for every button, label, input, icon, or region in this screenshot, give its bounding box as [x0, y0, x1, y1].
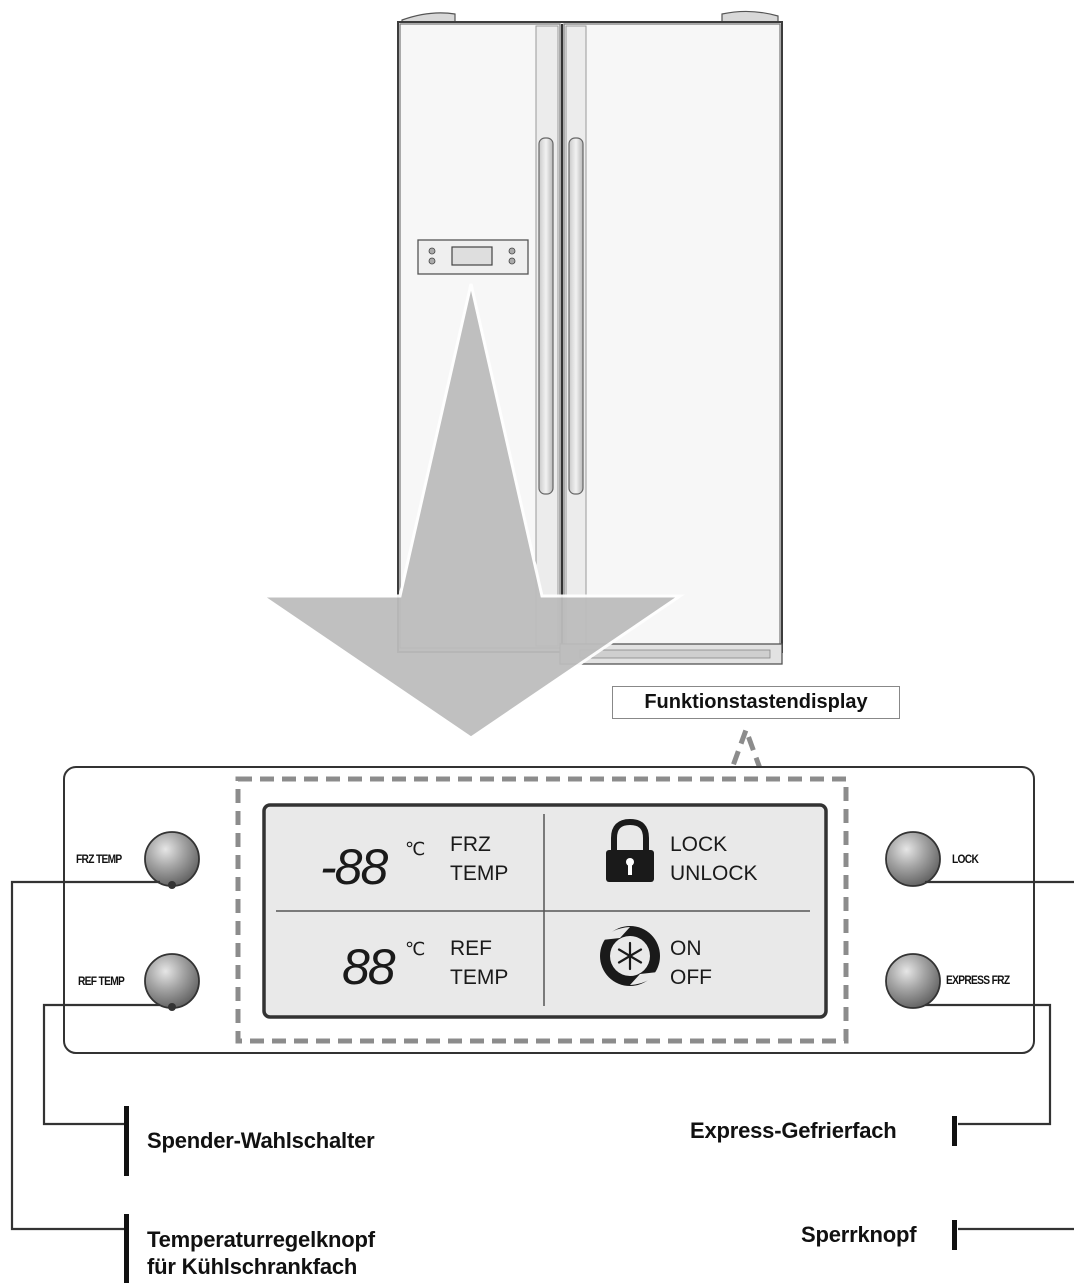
fridge-handle	[568, 137, 584, 495]
leader-lines	[10, 880, 1074, 1231]
lock-label-line2: UNLOCK	[670, 862, 758, 885]
frz-label-line1: FRZ	[450, 833, 491, 856]
mini-control-panel	[417, 239, 529, 275]
frz-label-line2: TEMP	[450, 862, 508, 885]
callout-bars	[124, 1106, 957, 1283]
frz-temp-knob-label: FRZ TEMP	[76, 852, 122, 866]
lock-knob[interactable]	[885, 831, 941, 887]
power-label-line2: OFF	[670, 966, 712, 989]
display-dashed-frame	[235, 776, 849, 1044]
frz-temp-knob[interactable]	[144, 831, 200, 889]
zoom-arrow	[257, 283, 685, 740]
express-freeze-icon	[600, 926, 660, 986]
frz-degree-unit: ℃	[405, 839, 425, 859]
callout-fridge-temp-line1: Temperaturregelknopf	[147, 1227, 375, 1252]
ref-temp-knob[interactable]	[144, 953, 200, 1011]
callout-fridge-temp: Temperaturregelknopf für Kühlschrankfach	[147, 1226, 375, 1280]
lock-label-line1: LOCK	[670, 833, 727, 856]
callout-express: Express-Gefrierfach	[690, 1118, 897, 1143]
display-title: Funktionstastendisplay	[612, 686, 900, 719]
express-frz-knob[interactable]	[885, 953, 941, 1009]
power-label-line1: ON	[670, 937, 702, 960]
ref-temp-digits: 88	[342, 939, 396, 995]
callout-fridge-temp-line2: für Kühlschrankfach	[147, 1254, 358, 1279]
lock-knob-label: LOCK	[952, 852, 979, 866]
ref-degree-unit: ℃	[405, 939, 425, 959]
callout-dispenser: Spender-Wahlschalter	[147, 1128, 375, 1153]
ref-label-line2: TEMP	[450, 966, 508, 989]
frz-temp-digits: -88	[320, 839, 388, 895]
ref-label-line1: REF	[450, 937, 492, 960]
lock-icon	[606, 818, 654, 882]
display-title-text: Funktionstastendisplay	[644, 691, 868, 713]
callout-lock: Sperrknopf	[801, 1222, 917, 1247]
freezer-handle	[538, 137, 554, 495]
fridge-door	[563, 23, 781, 649]
ref-temp-knob-label: REF TEMP	[78, 974, 125, 988]
express-frz-knob-label: EXPRESS FRZ	[946, 973, 1010, 987]
